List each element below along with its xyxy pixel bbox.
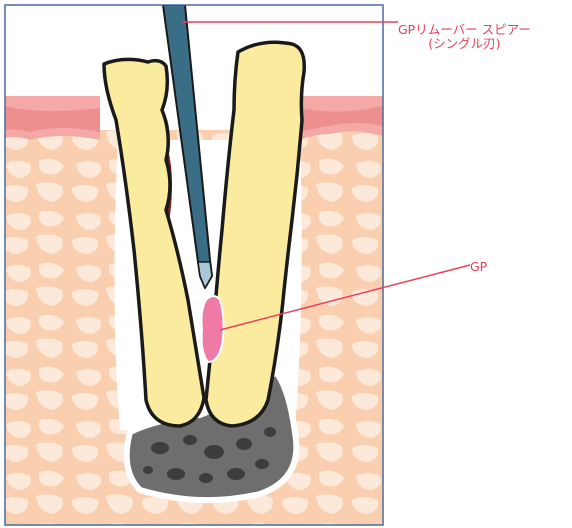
label-gp-remover-line2: (シングル刃) <box>398 37 531 51</box>
label-gp: GP <box>470 260 487 274</box>
gutta-percha-icon <box>202 296 224 362</box>
label-gp-remover: GPリムーバー スピアー (シングル刃) <box>398 23 531 51</box>
label-gp-remover-line1: GPリムーバー スピアー <box>398 23 531 37</box>
